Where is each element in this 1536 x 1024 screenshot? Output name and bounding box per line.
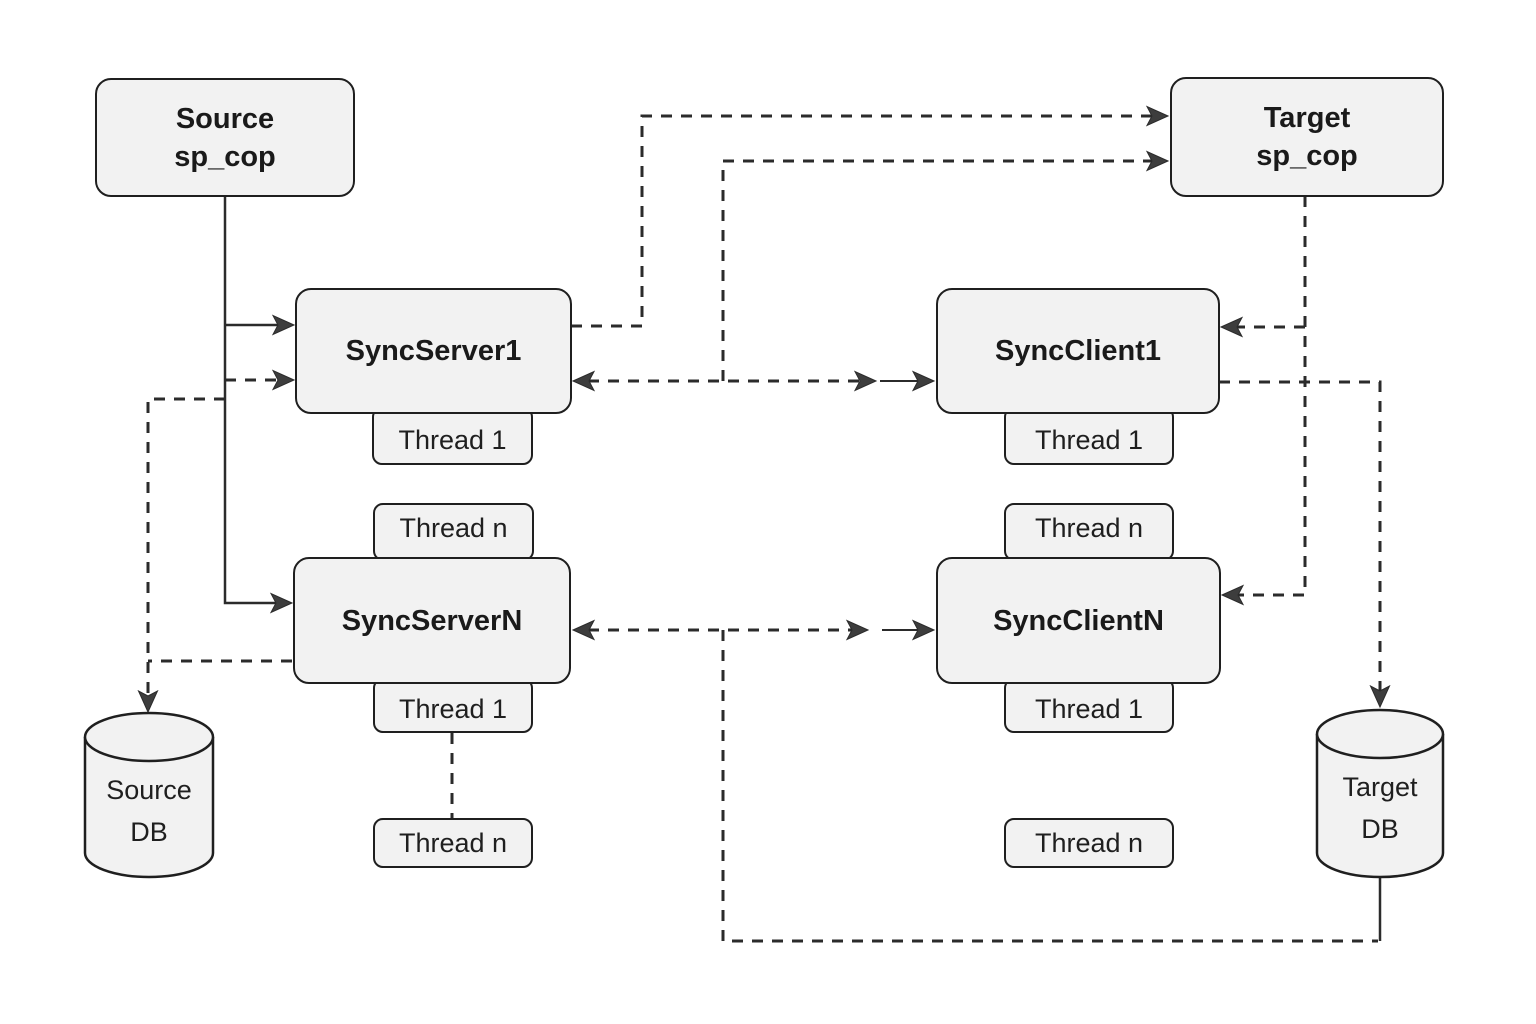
arrowhead xyxy=(911,619,936,641)
syncclient1-node: SyncClient1 xyxy=(936,288,1220,414)
thread-label: Thread n xyxy=(1034,512,1144,543)
arrowhead xyxy=(1219,316,1244,338)
thread-label: Thread n xyxy=(1034,827,1144,858)
syncclientn-node: SyncClientN xyxy=(936,557,1221,684)
edge-bottom-route-dashed xyxy=(721,630,1378,943)
arrowhead xyxy=(271,369,296,391)
source-db-label: Source DB xyxy=(85,758,213,863)
arrowhead xyxy=(845,619,870,641)
edge-sourcedb-syncserver1-dashed xyxy=(146,397,225,698)
arrowhead xyxy=(1145,150,1170,172)
arrowhead xyxy=(137,689,159,714)
arrowhead xyxy=(853,370,878,392)
syncserver1-node: SyncServer1 xyxy=(295,288,572,414)
node-label-line1: Target xyxy=(1263,102,1351,134)
arrowhead xyxy=(1369,684,1391,709)
arrowhead xyxy=(1220,584,1245,606)
node-label-line2: sp_cop xyxy=(1256,140,1358,172)
arrowhead xyxy=(271,314,296,336)
node-label-line2: sp_cop xyxy=(174,140,276,173)
syncservern-node: SyncServerN xyxy=(293,557,571,684)
thread-label: Thread 1 xyxy=(398,694,508,724)
syncservern-threadn-top-tab: Thread n xyxy=(373,503,534,561)
edge-source-vertical-solid xyxy=(223,196,278,605)
syncclientn-thread1-tab: Thread 1 xyxy=(1004,678,1174,733)
db-label-line2: DB xyxy=(1361,813,1399,844)
syncservern-threadn-detached-tab: Thread n xyxy=(373,818,533,868)
thread-label: Thread 1 xyxy=(1034,424,1144,455)
syncclientn-threadn-top-tab: Thread n xyxy=(1004,503,1174,561)
arrowhead xyxy=(571,370,596,392)
db-label-line1: Target xyxy=(1342,771,1418,802)
arrowhead xyxy=(1145,105,1170,127)
syncserver1-thread1-tab: Thread 1 xyxy=(372,407,533,465)
db-label-line1: Source xyxy=(106,774,192,805)
node-label: SyncServerN xyxy=(341,604,523,637)
thread-label: Thread 1 xyxy=(398,424,507,455)
syncclient1-thread1-tab: Thread 1 xyxy=(1004,407,1174,465)
edge-syncclient1-targetdb-dashed xyxy=(1219,380,1382,692)
syncclientn-threadn-detached-tab: Thread n xyxy=(1004,818,1174,868)
target-db-cylinder xyxy=(1315,708,1445,879)
arrowhead xyxy=(269,592,294,614)
arrowhead xyxy=(571,619,596,641)
node-label: SyncClientN xyxy=(993,604,1164,637)
source-sp-cop-node: Source sp_cop xyxy=(95,78,355,197)
node-label: SyncClient1 xyxy=(995,335,1161,367)
node-label: SyncServer1 xyxy=(345,335,522,367)
node-label-line1: Source xyxy=(175,102,275,135)
thread-label: Thread n xyxy=(399,512,508,543)
source-db-cylinder xyxy=(83,711,215,879)
db-label-line2: DB xyxy=(130,816,168,847)
thread-label: Thread n xyxy=(398,827,508,858)
target-sp-cop-node: Target sp_cop xyxy=(1170,77,1444,197)
syncservern-thread1-tab: Thread 1 xyxy=(373,678,533,733)
thread-label: Thread 1 xyxy=(1034,694,1144,724)
edge-target-down-syncclientn-dashed xyxy=(1237,196,1307,597)
edge-mid-target-dashed xyxy=(721,159,1154,381)
arrowhead xyxy=(911,370,936,392)
target-db-label: Target DB xyxy=(1316,755,1444,860)
